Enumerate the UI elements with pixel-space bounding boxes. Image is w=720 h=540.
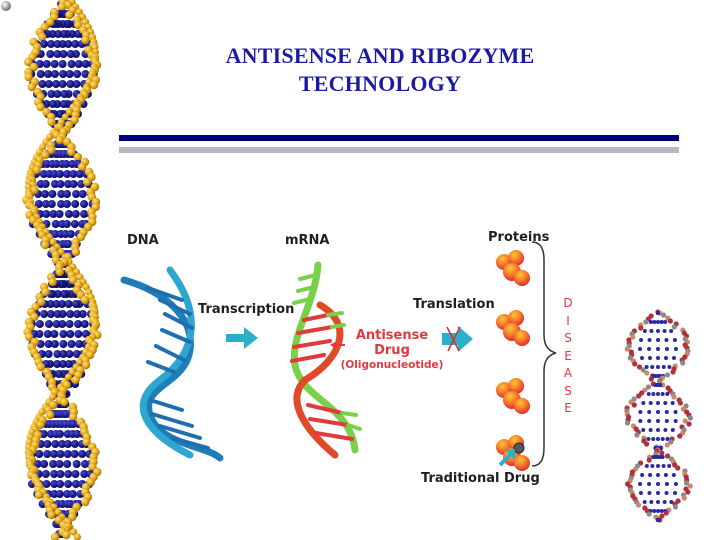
traditional-drug-label: Traditional Drug: [421, 471, 540, 486]
mrna-antisense-helix-icon: [280, 265, 380, 465]
transcription-arrow-icon: [226, 327, 260, 349]
grey-sphere-icon: [0, 0, 14, 14]
right-dna-model-icon: [608, 312, 708, 527]
translation-blocked-arrow-icon: [442, 325, 474, 353]
disease-brace-icon: [530, 240, 560, 470]
dna-label: DNA: [127, 233, 159, 248]
disease-letter: D: [560, 295, 576, 313]
disease-letter: S: [560, 383, 576, 401]
dna-helix-icon: [120, 270, 230, 470]
antisense-pointer-icon: [330, 342, 346, 348]
traditional-drug-arrow-icon: [497, 446, 519, 468]
disease-letter: E: [560, 348, 576, 366]
page-title: ANTISENSE AND RIBOZYME TECHNOLOGY: [160, 42, 600, 98]
title-rule-secondary: [119, 147, 679, 153]
disease-letter: I: [560, 313, 576, 331]
title-line-1: ANTISENSE AND RIBOZYME: [160, 42, 600, 70]
disease-letter: S: [560, 330, 576, 348]
title-rule-primary: [119, 135, 679, 141]
translation-label: Translation: [413, 297, 495, 312]
left-dna-helix-icon: [0, 0, 130, 540]
disease-letter: A: [560, 365, 576, 383]
disease-letter: E: [560, 400, 576, 418]
mrna-label: mRNA: [285, 233, 330, 248]
disease-vertical-label: D I S E A S E: [560, 295, 576, 418]
title-line-2: TECHNOLOGY: [160, 70, 600, 98]
